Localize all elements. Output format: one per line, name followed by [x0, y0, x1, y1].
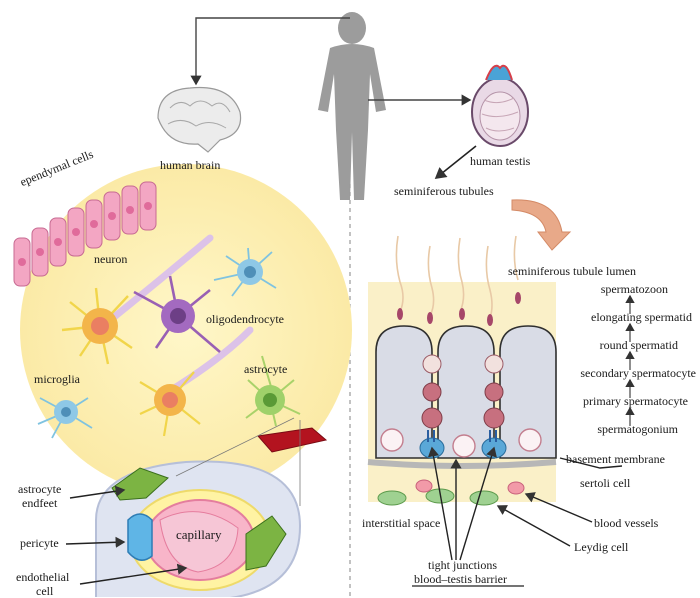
- endothelial-label-2: cell: [36, 584, 54, 598]
- neuron-cell: [61, 287, 133, 365]
- basement-label: basement membrane: [566, 452, 665, 466]
- testis-image: [471, 64, 529, 147]
- capillary-label: capillary: [176, 527, 222, 542]
- endfeet-label-1: astrocyte: [18, 482, 62, 496]
- ependymal-cells: [13, 181, 157, 287]
- stage-spermatogonium: spermatogonium: [597, 422, 678, 436]
- stage-spermatozoon: spermatozoon: [600, 282, 668, 296]
- sperm-tails: [395, 235, 519, 319]
- curved-arrow: [511, 199, 572, 251]
- capillary-fragment: [257, 427, 328, 453]
- endfoot-upper: [111, 467, 169, 501]
- brain-image: [157, 86, 242, 153]
- myelinated-axons: [104, 234, 254, 396]
- capillary-cross-section: [95, 460, 302, 597]
- oligodendrocyte-cell: [133, 275, 221, 353]
- pericyte-shape: [127, 513, 153, 561]
- stage-elongating-spermatid: elongating spermatid: [591, 310, 692, 324]
- oligodendrocyte-label: oligodendrocyte: [206, 312, 284, 326]
- interstitial-label: interstitial space: [362, 516, 441, 530]
- vessels-label: blood vessels: [594, 516, 659, 530]
- leydig-label: Leydig cell: [574, 540, 629, 554]
- barrier-label: blood–testis barrier: [414, 572, 507, 586]
- arrow-testis-to-tubules: [434, 145, 477, 179]
- microglia-cell-upper: [213, 247, 277, 297]
- interstitial-cells: [377, 479, 525, 506]
- lumen-label: seminiferous tubule lumen: [508, 264, 636, 278]
- tubules-label: seminiferous tubules: [394, 184, 494, 198]
- microglia-cell: [37, 397, 93, 439]
- astrocyte-cell: [245, 355, 301, 427]
- neuron-cell-lower: [139, 371, 201, 437]
- stage-primary-spermatocyte: primary spermatocyte: [583, 394, 688, 408]
- testis-label: human testis: [470, 154, 531, 168]
- stage-secondary-spermatocyte: secondary spermatocyte: [580, 366, 696, 380]
- astrocyte-label: astrocyte: [244, 362, 288, 376]
- pericyte-label: pericyte: [20, 536, 59, 550]
- sertoli-label: sertoli cell: [580, 476, 631, 490]
- sertoli-cells: [375, 325, 557, 459]
- left-pointers: [65, 417, 301, 585]
- microglia-label: microglia: [34, 372, 80, 386]
- sperm-heads: [397, 292, 521, 326]
- stage-round-spermatid: round spermatid: [599, 338, 678, 352]
- endfeet-label-2: endfeet: [22, 496, 58, 510]
- endfoot-right: [245, 515, 287, 571]
- brain-label: human brain: [160, 158, 221, 172]
- tight-junctions-label: tight junctions: [428, 558, 497, 572]
- endothelial-label-1: endothelial: [16, 570, 70, 584]
- human-silhouette: [318, 12, 386, 200]
- stage-list: spermatozoon elongating spermatid round …: [560, 280, 696, 450]
- germ-cells: [380, 354, 542, 459]
- arrow-to-brain: [190, 17, 350, 86]
- right-pointers: [427, 446, 623, 561]
- neuron-label: neuron: [94, 252, 128, 266]
